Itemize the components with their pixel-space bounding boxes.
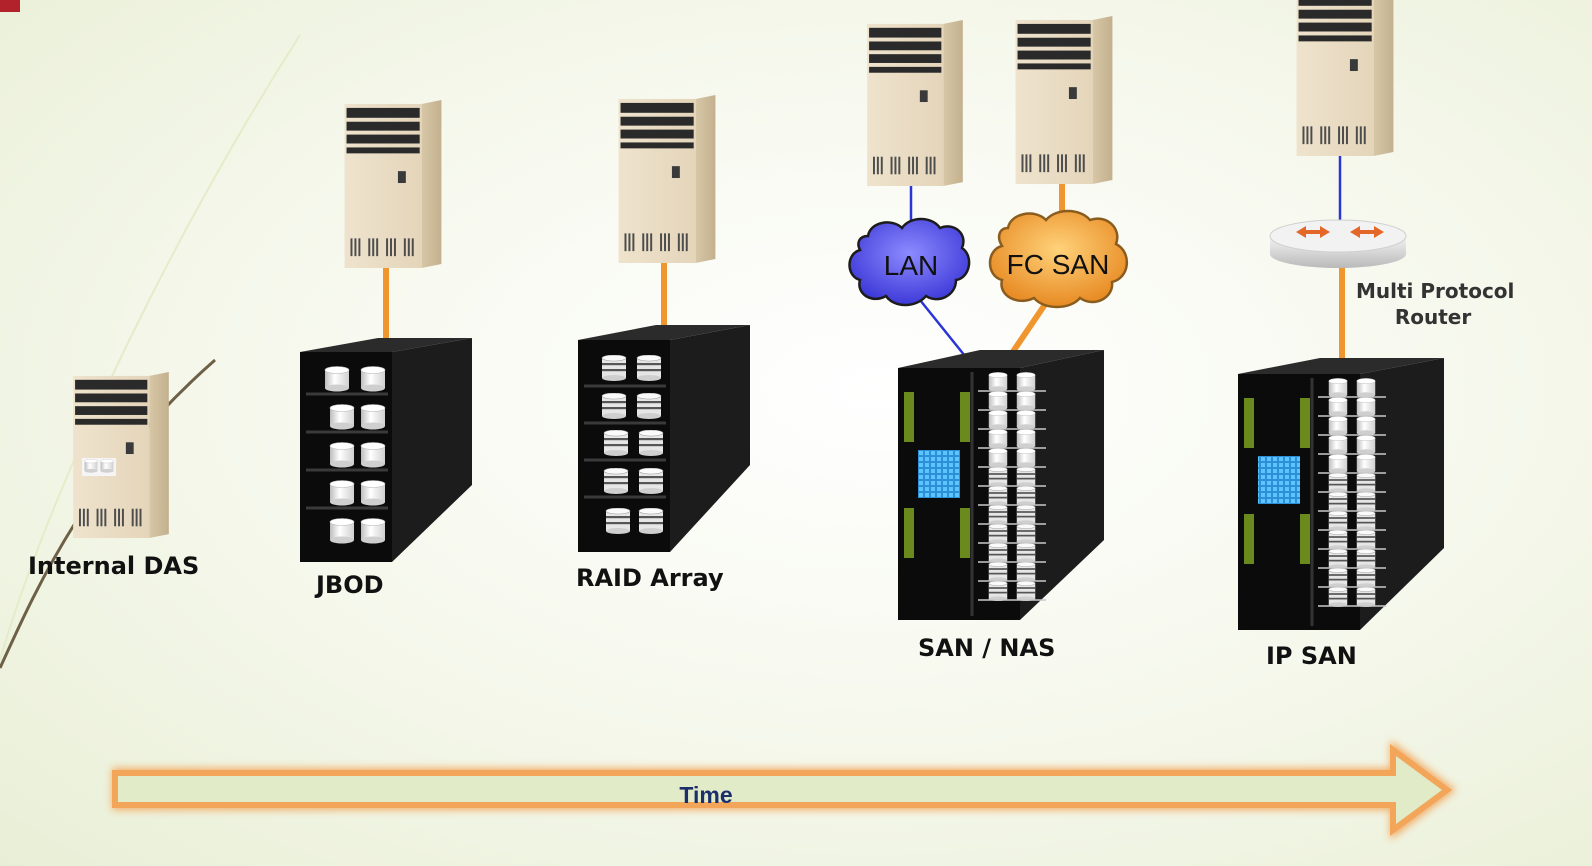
slide-corner-accent: [0, 0, 20, 12]
label-raid-array: RAID Array: [576, 564, 724, 592]
storage-disk: [988, 429, 1008, 449]
lan-storage-link: [919, 299, 966, 357]
storage-disk: [1016, 391, 1036, 411]
storage-disk: [1016, 524, 1036, 544]
storage-disk: [1016, 467, 1036, 487]
multi-protocol-router-icon: [1269, 219, 1407, 268]
label-internal-das: Internal DAS: [28, 552, 200, 580]
storage-disk: [1016, 410, 1036, 430]
router-label: Multi Protocol Router: [1356, 278, 1515, 330]
fc-san-cloud-label: FC SAN: [1007, 249, 1110, 280]
lan-host-server: [867, 20, 963, 186]
storage-disk: [1328, 587, 1348, 607]
storage-disk: [1328, 435, 1348, 455]
storage-disk: [1356, 416, 1376, 436]
ip-san-host-server: [1296, 0, 1394, 156]
storage-disk: [1328, 511, 1348, 531]
storage-disk: [1328, 454, 1348, 474]
storage-disk: [1356, 549, 1376, 569]
storage-disk: [1016, 486, 1036, 506]
storage-disk: [1356, 530, 1376, 550]
ip-san-storage-system: [1238, 358, 1444, 630]
lan-cloud-label: LAN: [884, 250, 938, 281]
storage-disk: [988, 391, 1008, 411]
label-jbod: JBOD: [316, 571, 384, 599]
storage-disk: [1328, 397, 1348, 417]
jbod-enclosure: [300, 338, 472, 562]
storage-disk: [1356, 473, 1376, 493]
san-nas-storage-system: [898, 350, 1104, 620]
storage-disk: [1328, 568, 1348, 588]
storage-disk: [988, 562, 1008, 582]
storage-disk: [1016, 448, 1036, 468]
internal-das-server: [73, 372, 169, 538]
storage-disk: [1328, 492, 1348, 512]
storage-disk: [1016, 581, 1036, 601]
storage-disk: [1016, 429, 1036, 449]
storage-disk: [988, 467, 1008, 487]
storage-disk: [1016, 505, 1036, 525]
storage-disk: [1356, 397, 1376, 417]
storage-disk: [988, 581, 1008, 601]
label-san-nas: SAN / NAS: [918, 634, 1056, 662]
storage-disk: [1016, 543, 1036, 563]
raid-array-enclosure: [578, 325, 750, 552]
storage-disk: [1328, 530, 1348, 550]
storage-disk: [1328, 416, 1348, 436]
storage-disk: [1328, 378, 1348, 398]
storage-disk: [1328, 473, 1348, 493]
storage-disk: [988, 543, 1008, 563]
storage-disk: [1356, 492, 1376, 512]
fc-storage-link: [1007, 298, 1051, 358]
storage-disk: [1356, 435, 1376, 455]
storage-disk: [988, 372, 1008, 392]
controller-chip-icon: [1258, 456, 1300, 504]
time-arrow: [112, 740, 1456, 840]
storage-disk: [1328, 549, 1348, 569]
jbod-host-server: [344, 100, 442, 268]
controller-chip-icon: [918, 450, 960, 498]
storage-disk: [988, 524, 1008, 544]
storage-disk: [1356, 378, 1376, 398]
time-label: Time: [679, 782, 732, 808]
storage-disk: [1356, 511, 1376, 531]
storage-disk: [1356, 587, 1376, 607]
router-label-line2: Router: [1394, 305, 1472, 329]
fc-host-server: [1015, 16, 1113, 184]
lan-cloud: [848, 217, 971, 307]
fc-san-cloud: [988, 209, 1128, 309]
label-ip-san: IP SAN: [1266, 642, 1357, 670]
storage-disk: [1356, 454, 1376, 474]
storage-disk: [1016, 372, 1036, 392]
storage-disk: [1356, 568, 1376, 588]
raid-host-server: [618, 95, 716, 263]
storage-disk: [1016, 562, 1036, 582]
router-label-line1: Multi Protocol: [1356, 279, 1515, 303]
storage-disk: [988, 448, 1008, 468]
storage-disk: [988, 410, 1008, 430]
storage-disk: [988, 486, 1008, 506]
storage-disk: [988, 505, 1008, 525]
